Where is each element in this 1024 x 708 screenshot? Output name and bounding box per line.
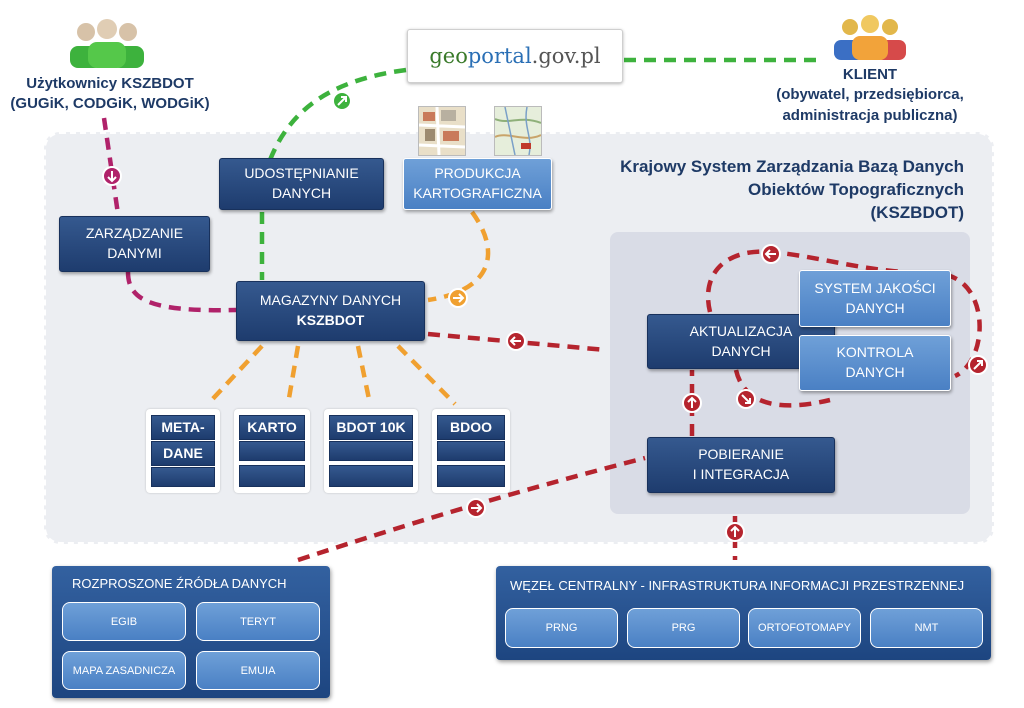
data-management-line2: DANYMI [107, 245, 162, 261]
store-bdot10k-row [329, 441, 413, 461]
store-karto-row [239, 441, 305, 461]
quality-system-box[interactable]: SYSTEM JAKOŚCI DANYCH [799, 270, 951, 327]
users-label-line2: (GUGiK, CODGiK, WODGiK) [10, 95, 210, 113]
source-emuia[interactable]: EMUIA [196, 651, 320, 690]
source-egib[interactable]: EGIB [62, 602, 186, 641]
source-mapa-zasadnicza[interactable]: MAPA ZASADNICZA [62, 651, 186, 690]
data-warehouses-line2: KSZBDOT [296, 312, 365, 328]
arrow-circle-icon [968, 355, 988, 375]
system-title-line2: Obiektów Topograficznych [748, 179, 964, 199]
arrow-circle-icon [761, 244, 781, 264]
client-label-line1: KLIENT [842, 66, 898, 83]
arrow-circle-icon [736, 389, 756, 409]
store-bdot10k-label: BDOT 10K [329, 415, 413, 440]
client-label-line3: administracja publiczna) [782, 106, 958, 124]
store-bdoo-row [437, 465, 505, 487]
source-teryt[interactable]: TERYT [196, 602, 320, 641]
data-management-box[interactable]: ZARZĄDZANIE DANYMI [59, 216, 210, 272]
store-bdoo-label: BDOO [437, 415, 505, 440]
acquisition-integration-line2: I INTEGRACJA [692, 466, 790, 482]
system-title-line1: Krajowy System Zarządzania Bazą Danych [620, 157, 964, 176]
data-control-box[interactable]: KONTROLA DANYCH [799, 335, 951, 391]
geoportal-logo-part2: portal [467, 44, 532, 68]
map-thumbnail-icon [494, 106, 542, 156]
geoportal-logo-part1: geo [429, 44, 468, 68]
data-sharing-box[interactable]: UDOSTĘPNIANIE DANYCH [219, 158, 384, 210]
arrow-circle-icon [448, 288, 468, 308]
store-karto[interactable]: KARTO [234, 409, 310, 493]
central-node-title: WĘZEŁ CENTRALNY - INFRASTRUKTURA INFORMA… [510, 578, 965, 593]
users-label-line1: Użytkownicy KSZBDOT [26, 75, 194, 92]
distributed-sources-panel: ROZPROSZONE ŹRÓDŁA DANYCH EGIB TERYT MAP… [52, 566, 330, 698]
cartographic-production-line1: PRODUKCJA [434, 165, 521, 182]
store-bdot10k-row [329, 465, 413, 487]
data-sharing-line1: UDOSTĘPNIANIE [244, 165, 359, 182]
acquisition-integration-box[interactable]: POBIERANIE I INTEGRACJA [647, 437, 835, 493]
node-prng[interactable]: PRNG [505, 608, 618, 648]
data-management-line1: ZARZĄDZANIE [85, 225, 184, 242]
arrow-circle-icon [725, 522, 745, 542]
cartographic-production-line2: KARTOGRAFICZNA [413, 185, 542, 201]
map-thumbnail-icon [418, 106, 466, 156]
store-metadata-label2: DANE [151, 441, 215, 466]
node-nmt[interactable]: NMT [870, 608, 983, 648]
data-control-line1: KONTROLA [836, 344, 914, 361]
system-title: Krajowy System Zarządzania Bazą Danych O… [560, 156, 964, 225]
store-bdoo-row [437, 441, 505, 461]
distributed-sources-title: ROZPROSZONE ŹRÓDŁA DANYCH [72, 576, 287, 591]
client-label: KLIENT (obywatel, przedsiębiorca, admini… [760, 65, 980, 126]
cartographic-production-box[interactable]: PRODUKCJA KARTOGRAFICZNA [403, 158, 552, 210]
geoportal-logo-part3: .gov.pl [531, 44, 601, 68]
data-warehouses-line1: MAGAZYNY DANYCH [259, 292, 402, 309]
client-label-line2: (obywatel, przedsiębiorca, [776, 86, 964, 104]
quality-system-line1: SYSTEM JAKOŚCI [814, 279, 936, 296]
data-sharing-line2: DANYCH [271, 185, 332, 201]
store-metadata[interactable]: META- DANE [146, 409, 220, 493]
arrow-circle-icon [332, 91, 352, 111]
store-metadata-row [151, 467, 215, 487]
node-prg[interactable]: PRG [627, 608, 740, 648]
people-group-colored-icon [834, 15, 906, 60]
data-update-line2: DANYCH [711, 342, 771, 359]
users-label: Użytkownicy KSZBDOT (GUGiK, CODGiK, WODG… [0, 74, 220, 115]
node-ortofotomapy[interactable]: ORTOFOTOMAPY [748, 608, 861, 648]
store-metadata-label1: META- [151, 415, 215, 440]
store-bdot10k[interactable]: BDOT 10K [324, 409, 418, 493]
quality-system-line2: DANYCH [845, 299, 905, 316]
arrow-circle-icon [466, 498, 486, 518]
arrow-circle-icon [682, 393, 702, 413]
store-karto-row [239, 465, 305, 487]
system-title-line3: (KSZBDOT) [870, 202, 964, 222]
store-karto-label: KARTO [239, 415, 305, 440]
arrow-circle-icon [102, 166, 122, 186]
acquisition-integration-line1: POBIERANIE [698, 446, 784, 463]
people-group-green-icon [70, 19, 144, 68]
data-warehouses-box[interactable]: MAGAZYNY DANYCH KSZBDOT [236, 281, 425, 341]
central-node-panel: WĘZEŁ CENTRALNY - INFRASTRUKTURA INFORMA… [496, 566, 991, 660]
data-update-line1: AKTUALIZACJA [689, 322, 793, 339]
store-bdoo[interactable]: BDOO [432, 409, 510, 493]
arrow-circle-icon [506, 331, 526, 351]
data-control-line2: DANYCH [845, 364, 905, 380]
